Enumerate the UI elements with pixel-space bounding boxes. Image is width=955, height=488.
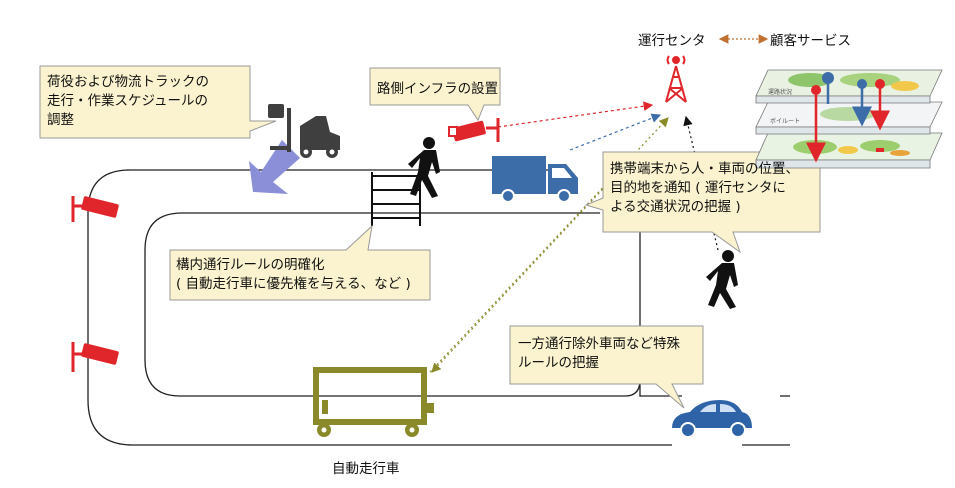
camera-left-top-icon <box>71 196 119 222</box>
passenger-car-icon <box>672 400 752 438</box>
map-pin-blue-icon <box>822 72 834 84</box>
callout-cargo-schedule <box>39 65 277 139</box>
camera-left-bottom-icon <box>71 342 119 372</box>
truck-to-center-link <box>569 113 662 151</box>
big-arrow-icon <box>249 140 300 194</box>
delivery-truck-icon <box>492 156 578 203</box>
map-pin-red-icon <box>875 79 885 89</box>
callout-line: 調整 <box>47 112 74 128</box>
autonomous-vehicle-icon <box>313 367 434 437</box>
map-layer-bottom <box>755 132 943 169</box>
pedestrian-right-icon <box>706 250 738 309</box>
crosswalk-icon <box>371 172 421 226</box>
callout-mobile-terminal-text: 携帯端末から人・車両の位置、 目的地を通知 ( 運行センタに よる交通状況の把握… <box>610 160 799 217</box>
camera-infra-icon <box>448 118 500 142</box>
vehicle-from-center-link <box>431 159 631 373</box>
radio-tower-icon <box>665 55 687 103</box>
autonomous-vehicle-label: 自動走行車 <box>332 461 400 477</box>
callout-premises-rules <box>169 224 431 301</box>
callout-line: 構内通行ルールの明確化 <box>176 257 325 273</box>
callout-line: 荷役および物流トラックの <box>47 74 209 90</box>
callout-special-rules-text: 一方通行除外車両など特殊 ルールの把握 <box>518 335 680 373</box>
callout-line: 目的地を通知 ( 運行センタに <box>610 180 786 196</box>
callout-line: よる交通状況の把握 ) <box>610 199 741 215</box>
callout-line: ルールの把握 <box>518 355 599 371</box>
map-layer-top-label: 運路状況 <box>768 88 792 96</box>
layered-map-icon: ボイルート 運路状況 <box>755 69 943 169</box>
map-pin-blue-icon <box>857 79 867 89</box>
map-pin-red-icon <box>811 85 821 95</box>
callout-line: ( 自動走行車に優先権を与える、など ) <box>176 276 411 292</box>
customer-service-label: 顧客サービス <box>770 33 851 49</box>
forklift-icon <box>268 104 340 158</box>
operation-center-label: 運行センタ <box>638 33 706 49</box>
pedestrian-crossing-icon <box>408 137 440 198</box>
callout-line: 携帯端末から人・車両の位置、 <box>610 161 799 177</box>
callout-cargo-schedule-text: 荷役および物流トラックの 走行・作業スケジュールの 調整 <box>47 73 209 130</box>
map-layer-top: 運路状況 <box>755 69 943 104</box>
callout-line: 走行・作業スケジュールの <box>47 93 209 109</box>
map-layer-middle-label: ボイルート <box>770 117 800 125</box>
callout-roadside-infra <box>369 67 501 122</box>
callout-special-rules <box>509 325 704 409</box>
infra-to-center-link <box>497 101 654 128</box>
callout-line: 一方通行除外車両など特殊 <box>518 336 680 352</box>
callout-premises-rules-text: 構内通行ルールの明確化 ( 自動走行車に優先権を与える、など ) <box>176 256 411 294</box>
roadside-infra-label: 路側インフラの設置 <box>377 81 499 97</box>
map-layer-middle: ボイルート <box>755 101 943 135</box>
callout-mobile-terminal <box>584 151 821 254</box>
road-outline <box>87 169 790 446</box>
